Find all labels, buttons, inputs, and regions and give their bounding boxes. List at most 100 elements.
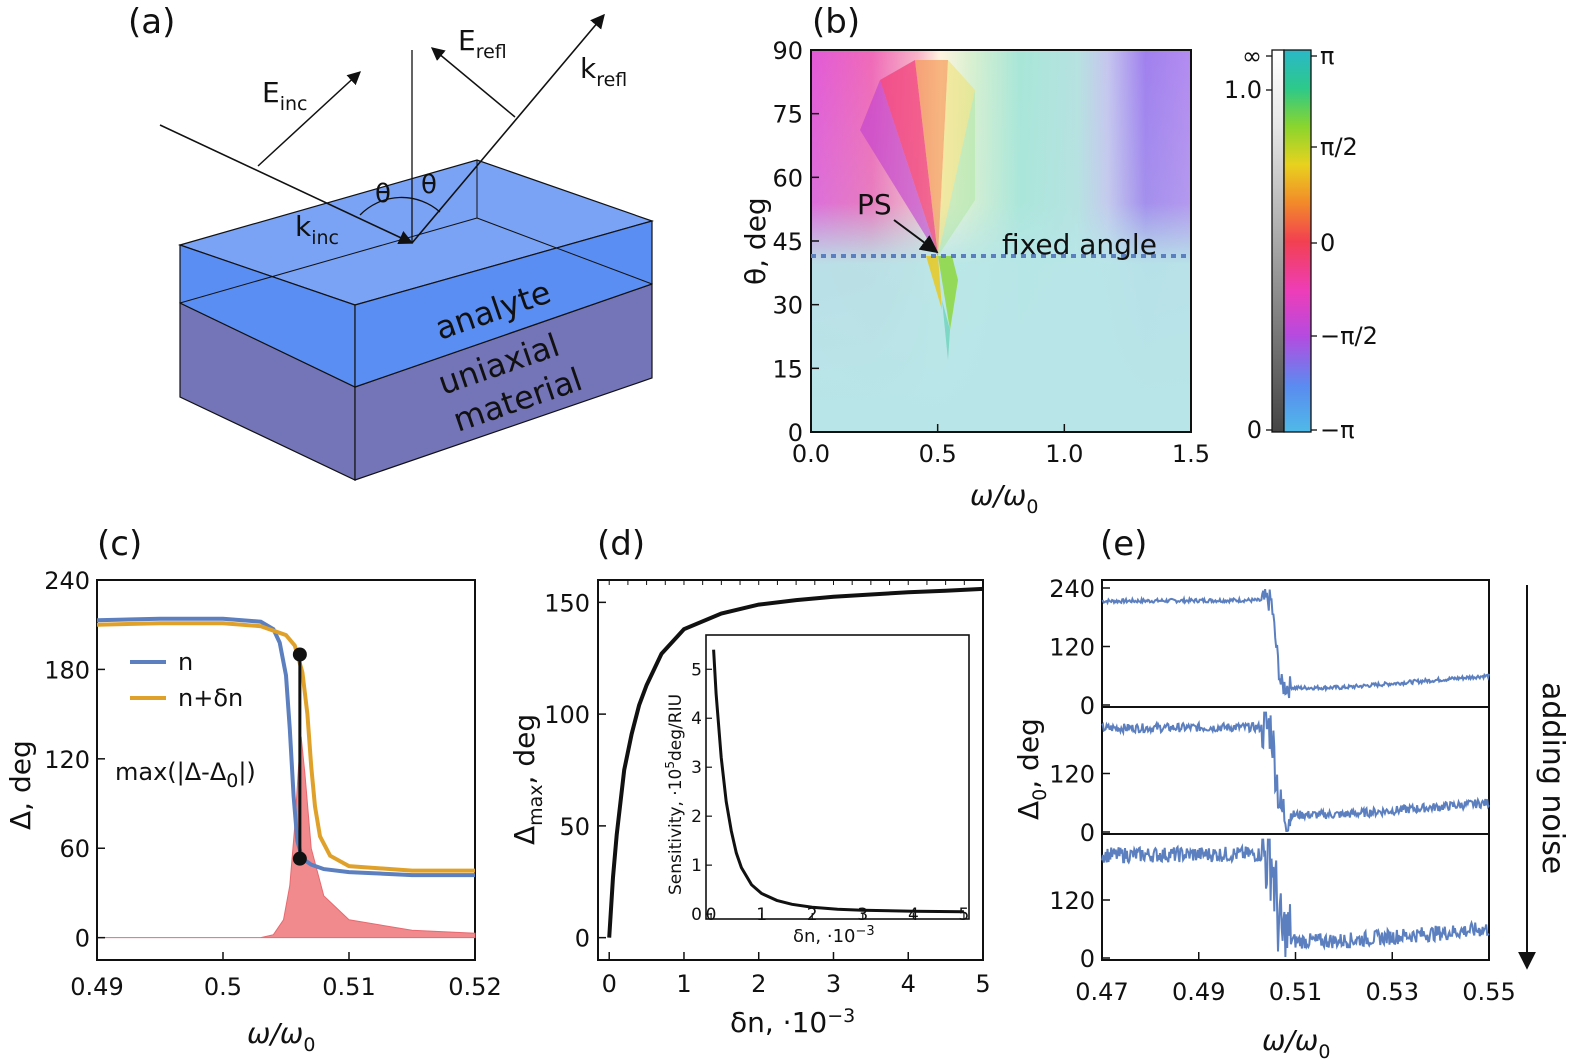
panel-c-frame bbox=[96, 579, 476, 961]
d-xtick-label: 5 bbox=[975, 970, 990, 998]
panel-c-ylabel: Δ, deg bbox=[4, 740, 37, 830]
panel-a-label: (a) bbox=[128, 2, 175, 42]
ps-wedge-orange bbox=[915, 60, 948, 256]
b-ytick-label: 15 bbox=[772, 355, 803, 383]
inset-xlabel: δn, ·10−3 bbox=[793, 924, 875, 947]
e-ytick-label: 0 bbox=[1080, 819, 1095, 847]
d-ytick-label: 150 bbox=[544, 589, 590, 617]
b-xtick-label: 0.5 bbox=[919, 440, 957, 468]
colorbar-amplitude bbox=[1271, 49, 1285, 433]
e-inc-arrow bbox=[257, 71, 361, 167]
noisy-trace-2 bbox=[1101, 711, 1490, 832]
b-ytick-label: 30 bbox=[772, 292, 803, 320]
colorbar-phase-tick: −π/2 bbox=[1320, 322, 1378, 350]
e-ytick-label: 0 bbox=[1080, 945, 1095, 973]
c-xtick-label: 0.49 bbox=[70, 973, 123, 1001]
ps-tail-3 bbox=[942, 300, 950, 360]
e-ytick-label: 0 bbox=[1080, 692, 1095, 720]
inset-ytick-label: 1 bbox=[691, 856, 702, 876]
c-xtick-label: 0.52 bbox=[448, 973, 501, 1001]
inset-xtick-label: 4 bbox=[908, 905, 919, 925]
panel-d-xlabel: δn, ·10−3 bbox=[730, 1005, 855, 1039]
colorbar-amp-tick: 1.0 bbox=[1224, 76, 1262, 104]
d-xtick-label: 0 bbox=[602, 970, 617, 998]
sensitivity-curve bbox=[712, 649, 964, 914]
c-ytick-label: 120 bbox=[44, 746, 90, 774]
noisy-trace-3 bbox=[1101, 838, 1490, 958]
panel-a: (a) analyte uniaxial material Einc Erefl… bbox=[128, 2, 654, 481]
colorbar-phase-tick: π/2 bbox=[1320, 133, 1358, 161]
e-xtick-label: 0.47 bbox=[1075, 978, 1128, 1006]
legend-n-label: n bbox=[178, 648, 193, 676]
c-ytick-label: 0 bbox=[75, 925, 90, 953]
inset-ylabel: Sensitivity, ·105deg/RIU bbox=[663, 694, 686, 895]
adding-noise-label: adding noise bbox=[1535, 682, 1570, 874]
ps-wedge-red bbox=[880, 60, 938, 256]
b-xtick-label: 1.0 bbox=[1045, 440, 1083, 468]
b-xtick-label: 1.5 bbox=[1172, 440, 1210, 468]
theta-left-label: θ bbox=[375, 179, 391, 209]
panel-c-legend: n n+δn bbox=[130, 648, 243, 712]
e-ytick-label: 240 bbox=[1049, 575, 1095, 603]
inset-ytick-label: 3 bbox=[691, 758, 702, 778]
b-ytick-label: 60 bbox=[772, 164, 803, 192]
e-inc-label: Einc bbox=[262, 76, 307, 115]
inset-ytick-label: 0 bbox=[691, 905, 702, 925]
reflected-ray bbox=[411, 13, 605, 244]
series-n-line bbox=[96, 616, 475, 878]
d-xtick-label: 2 bbox=[751, 970, 766, 998]
e-ytick-label: 120 bbox=[1049, 634, 1095, 662]
b-xtick-label: 0.0 bbox=[792, 440, 830, 468]
b-ytick-label: 45 bbox=[772, 228, 803, 256]
ps-wedge-green bbox=[938, 90, 975, 256]
e-xtick-label: 0.49 bbox=[1172, 978, 1225, 1006]
max-diff-point-high bbox=[292, 647, 307, 662]
colorbar-phase-tick: 0 bbox=[1320, 229, 1335, 257]
ps-wedge-yellow bbox=[938, 60, 975, 256]
e-xtick-label: 0.53 bbox=[1366, 978, 1419, 1006]
ps-wedge-violet bbox=[860, 80, 938, 256]
legend-ndn-label: n+δn bbox=[178, 684, 243, 712]
d-xtick-label: 3 bbox=[826, 970, 841, 998]
inset-ytick-label: 4 bbox=[691, 709, 702, 729]
inset-xtick-label: 0 bbox=[706, 905, 717, 925]
ps-tail bbox=[938, 256, 958, 330]
series-n-dn-line bbox=[96, 621, 475, 873]
panel-e-frame bbox=[1101, 579, 1490, 961]
panel-e-xlabel: ω/ω0 bbox=[1262, 1024, 1330, 1060]
colorbar-amp-tick: 0 bbox=[1247, 416, 1262, 444]
e-ytick-label: 120 bbox=[1049, 887, 1095, 915]
ps-arrow bbox=[893, 219, 939, 254]
panel-d-frame bbox=[597, 579, 984, 961]
d-xtick-label: 4 bbox=[901, 970, 916, 998]
noisy-trace-1 bbox=[1101, 588, 1490, 699]
max-diff-point-low bbox=[292, 851, 307, 866]
c-xtick-label: 0.5 bbox=[204, 973, 242, 1001]
colorbar-phase-tick: π bbox=[1320, 42, 1334, 70]
panel-c-annotation: max(|Δ-Δ0|) bbox=[115, 758, 256, 792]
d-ytick-label: 0 bbox=[575, 925, 590, 953]
d-xtick-label: 1 bbox=[676, 970, 691, 998]
panel-e-ylabel: Δ0, deg bbox=[1012, 718, 1051, 820]
phase-map bbox=[811, 50, 1191, 432]
panel-c-label: (c) bbox=[97, 524, 142, 564]
ps-label: PS bbox=[857, 188, 892, 221]
dmax-curve bbox=[607, 586, 984, 938]
inset-ytick-label: 5 bbox=[691, 660, 702, 680]
inset-frame bbox=[705, 634, 970, 920]
e-ytick-label: 120 bbox=[1049, 761, 1095, 789]
analyte-hidden-edge-2 bbox=[476, 217, 653, 285]
d-ytick-label: 50 bbox=[559, 813, 590, 841]
k-refl-label: krefl bbox=[580, 52, 627, 91]
e-refl-label: Erefl bbox=[458, 24, 507, 63]
panel-e-label: (e) bbox=[1100, 524, 1147, 564]
incident-ray bbox=[159, 124, 414, 245]
e-xtick-label: 0.51 bbox=[1269, 978, 1322, 1006]
